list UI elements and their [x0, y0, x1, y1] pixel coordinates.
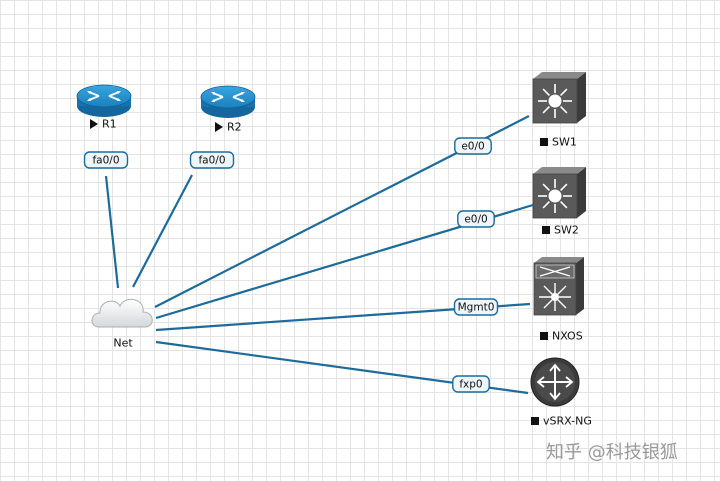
interface-label-text: fa0/0: [198, 155, 225, 167]
router-icon[interactable]: [76, 84, 132, 117]
nexus-switch-icon[interactable]: [533, 257, 584, 316]
link-vsrx-net[interactable]: fxp0: [155, 340, 529, 395]
interface-label[interactable]: e0/0: [457, 210, 495, 228]
link-sw1-net[interactable]: e0/0: [154, 115, 530, 308]
node-label: R1: [102, 118, 117, 131]
stopped-status-icon: [531, 417, 539, 425]
stopped-status-icon: [542, 226, 550, 234]
firewall-icon[interactable]: [530, 357, 580, 407]
interface-label[interactable]: fa0/0: [189, 151, 235, 169]
node-net[interactable]: Net: [91, 298, 153, 350]
stopped-status-icon: [540, 332, 548, 340]
interface-label-text: e0/0: [464, 214, 487, 226]
layer3-switch-icon[interactable]: [532, 167, 586, 219]
interface-label[interactable]: fa0/0: [83, 151, 129, 169]
watermark: 知乎 @科技银狐: [546, 442, 678, 463]
link-sw2-net[interactable]: e0/0: [155, 203, 534, 320]
link-nxos-net[interactable]: Mgmt0: [155, 298, 531, 332]
node-label: vSRX-NG: [543, 415, 592, 428]
node-label: SW1: [552, 136, 577, 149]
interface-label-text: e0/0: [461, 141, 484, 153]
interface-label[interactable]: fxp0: [452, 375, 490, 393]
interface-label[interactable]: Mgmt0: [453, 298, 499, 316]
layer3-switch-icon[interactable]: [532, 72, 586, 124]
node-r1[interactable]: R1: [76, 84, 132, 131]
interface-label[interactable]: e0/0: [454, 137, 492, 155]
cloud-icon[interactable]: [91, 298, 153, 328]
link-r1-net[interactable]: fa0/0: [83, 151, 129, 289]
node-sw1[interactable]: SW1: [532, 72, 586, 149]
node-r2[interactable]: R2: [200, 85, 256, 134]
node-nxos[interactable]: NXOS: [533, 257, 584, 343]
running-status-icon: [215, 122, 223, 132]
router-icon[interactable]: [200, 85, 256, 118]
node-label: R2: [227, 121, 242, 134]
stopped-status-icon: [540, 138, 548, 146]
node-label: Net: [113, 337, 133, 350]
running-status-icon: [90, 119, 98, 129]
interface-label-text: fxp0: [459, 379, 482, 391]
node-sw2[interactable]: SW2: [532, 167, 586, 237]
link-r2-net[interactable]: fa0/0: [132, 151, 235, 288]
node-label: NXOS: [552, 330, 583, 343]
interface-label-text: Mgmt0: [458, 302, 495, 314]
node-vsrx[interactable]: vSRX-NG: [530, 357, 592, 428]
interface-label-text: fa0/0: [92, 155, 119, 167]
node-label: SW2: [554, 224, 579, 237]
